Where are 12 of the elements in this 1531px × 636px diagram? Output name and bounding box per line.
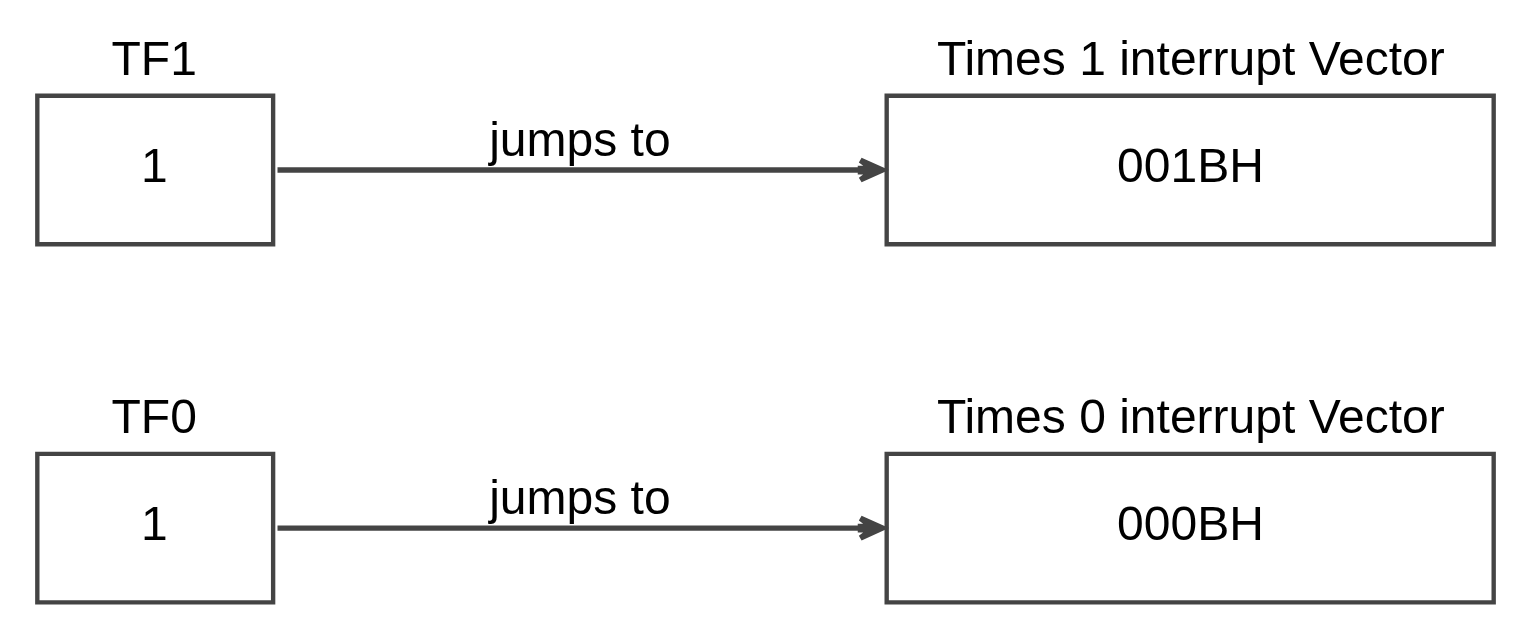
node-box: 001BH [884, 93, 1496, 246]
arrow [277, 515, 886, 541]
node-label: Times 1 interrupt Vector [936, 31, 1445, 85]
edge-label: jumps to [489, 470, 671, 524]
edge-label: jumps to [489, 112, 671, 166]
node-label: TF1 [111, 31, 197, 85]
node-box: 1 [35, 93, 276, 246]
node-box: 1 [35, 451, 276, 605]
node-box: 000BH [884, 451, 1496, 605]
node-label: Times 0 interrupt Vector [936, 389, 1445, 443]
node-label: TF0 [111, 389, 197, 443]
arrow [277, 156, 886, 183]
